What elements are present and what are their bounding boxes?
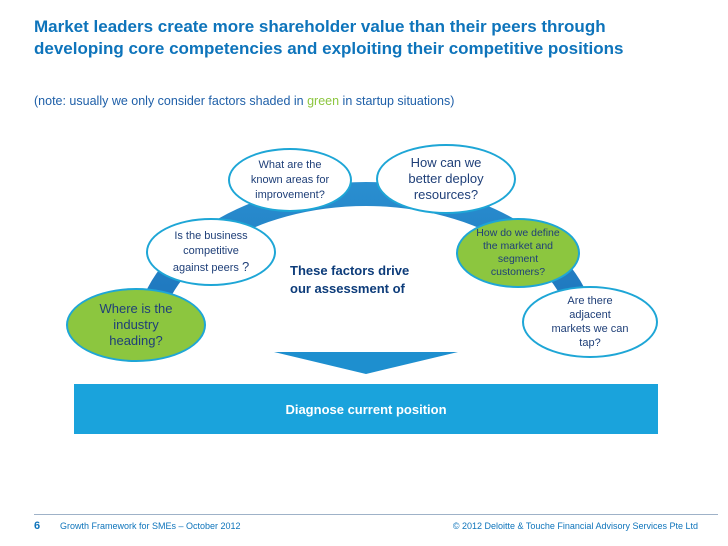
bubble-deploy: How can we better deploy resources?	[376, 144, 516, 214]
bubble-market-line-4: customers?	[490, 266, 546, 278]
bubble-market: How do we define the market and segment …	[456, 218, 580, 288]
bubble-industry-line-3: heading?	[109, 333, 163, 348]
diagnose-bar	[74, 384, 658, 434]
title-line-1: Market leaders create more shareholder v…	[34, 17, 606, 36]
bubble-market-line-2: the market and	[482, 240, 554, 252]
center-caption-line-2: our assessment of	[290, 281, 405, 296]
bubble-deploy-line-3: resources?	[413, 187, 479, 202]
bubble-competitive-line-1: Is the business	[174, 229, 248, 242]
bubble-improvement: What are the known areas for improvement…	[228, 148, 352, 212]
bubble-competitive: Is the business competitive against peer…	[146, 218, 276, 286]
bubble-adjacent-line-1: Are there	[567, 295, 613, 307]
bubble-market-line-1: How do we define	[476, 227, 560, 239]
note-suffix: in startup situations)	[339, 94, 455, 108]
bubble-deploy-line-2: better deploy	[408, 171, 484, 186]
bubble-industry: Where is the industry heading?	[66, 288, 206, 362]
bubble-adjacent-line-3: markets we can	[551, 323, 629, 335]
bubble-adjacent-line-2: adjacent	[569, 309, 611, 321]
bubble-industry-line-1: Where is the	[99, 301, 173, 316]
bubble-industry-line-2: industry	[113, 317, 159, 332]
slide-title: Market leaders create more shareholder v…	[34, 16, 714, 60]
note-green-word: green	[307, 94, 340, 108]
footer-divider	[34, 514, 718, 515]
bubble-market-line-3: segment	[497, 253, 539, 265]
note-prefix: (note: usually we only consider factors …	[34, 94, 308, 108]
center-caption-line-1: These factors drive	[290, 263, 410, 278]
slide-note: (note: usually we only consider factors …	[34, 93, 454, 109]
title-line-2: developing core competencies and exploit…	[34, 39, 624, 58]
bubble-adjacent-line-4: tap?	[579, 337, 601, 349]
bubble-competitive-line-3-wrap: against peers ?	[173, 259, 249, 276]
footer-copyright: © 2012 Deloitte & Touche Financial Advis…	[452, 521, 698, 531]
bubble-competitive-line-3: against peers	[172, 261, 239, 274]
diagnose-label: Diagnose current position	[285, 401, 447, 417]
bubble-adjacent: Are there adjacent markets we can tap?	[522, 286, 658, 358]
bubble-improvement-line-3: improvement?	[255, 188, 325, 201]
bubble-improvement-line-1: What are the	[258, 158, 322, 171]
bubble-deploy-line-1: How can we	[410, 155, 482, 170]
center-caption: These factors drive our assessment of	[290, 262, 440, 298]
bubble-improvement-line-2: known areas for	[250, 173, 330, 186]
footer-left-text: Growth Framework for SMEs – October 2012	[60, 521, 241, 531]
bubble-competitive-line-2: competitive	[183, 244, 239, 257]
bubble-competitive-qmark: ?	[241, 258, 250, 274]
down-arrow	[274, 352, 458, 374]
page-number: 6	[34, 520, 41, 532]
arc-band	[134, 182, 598, 342]
